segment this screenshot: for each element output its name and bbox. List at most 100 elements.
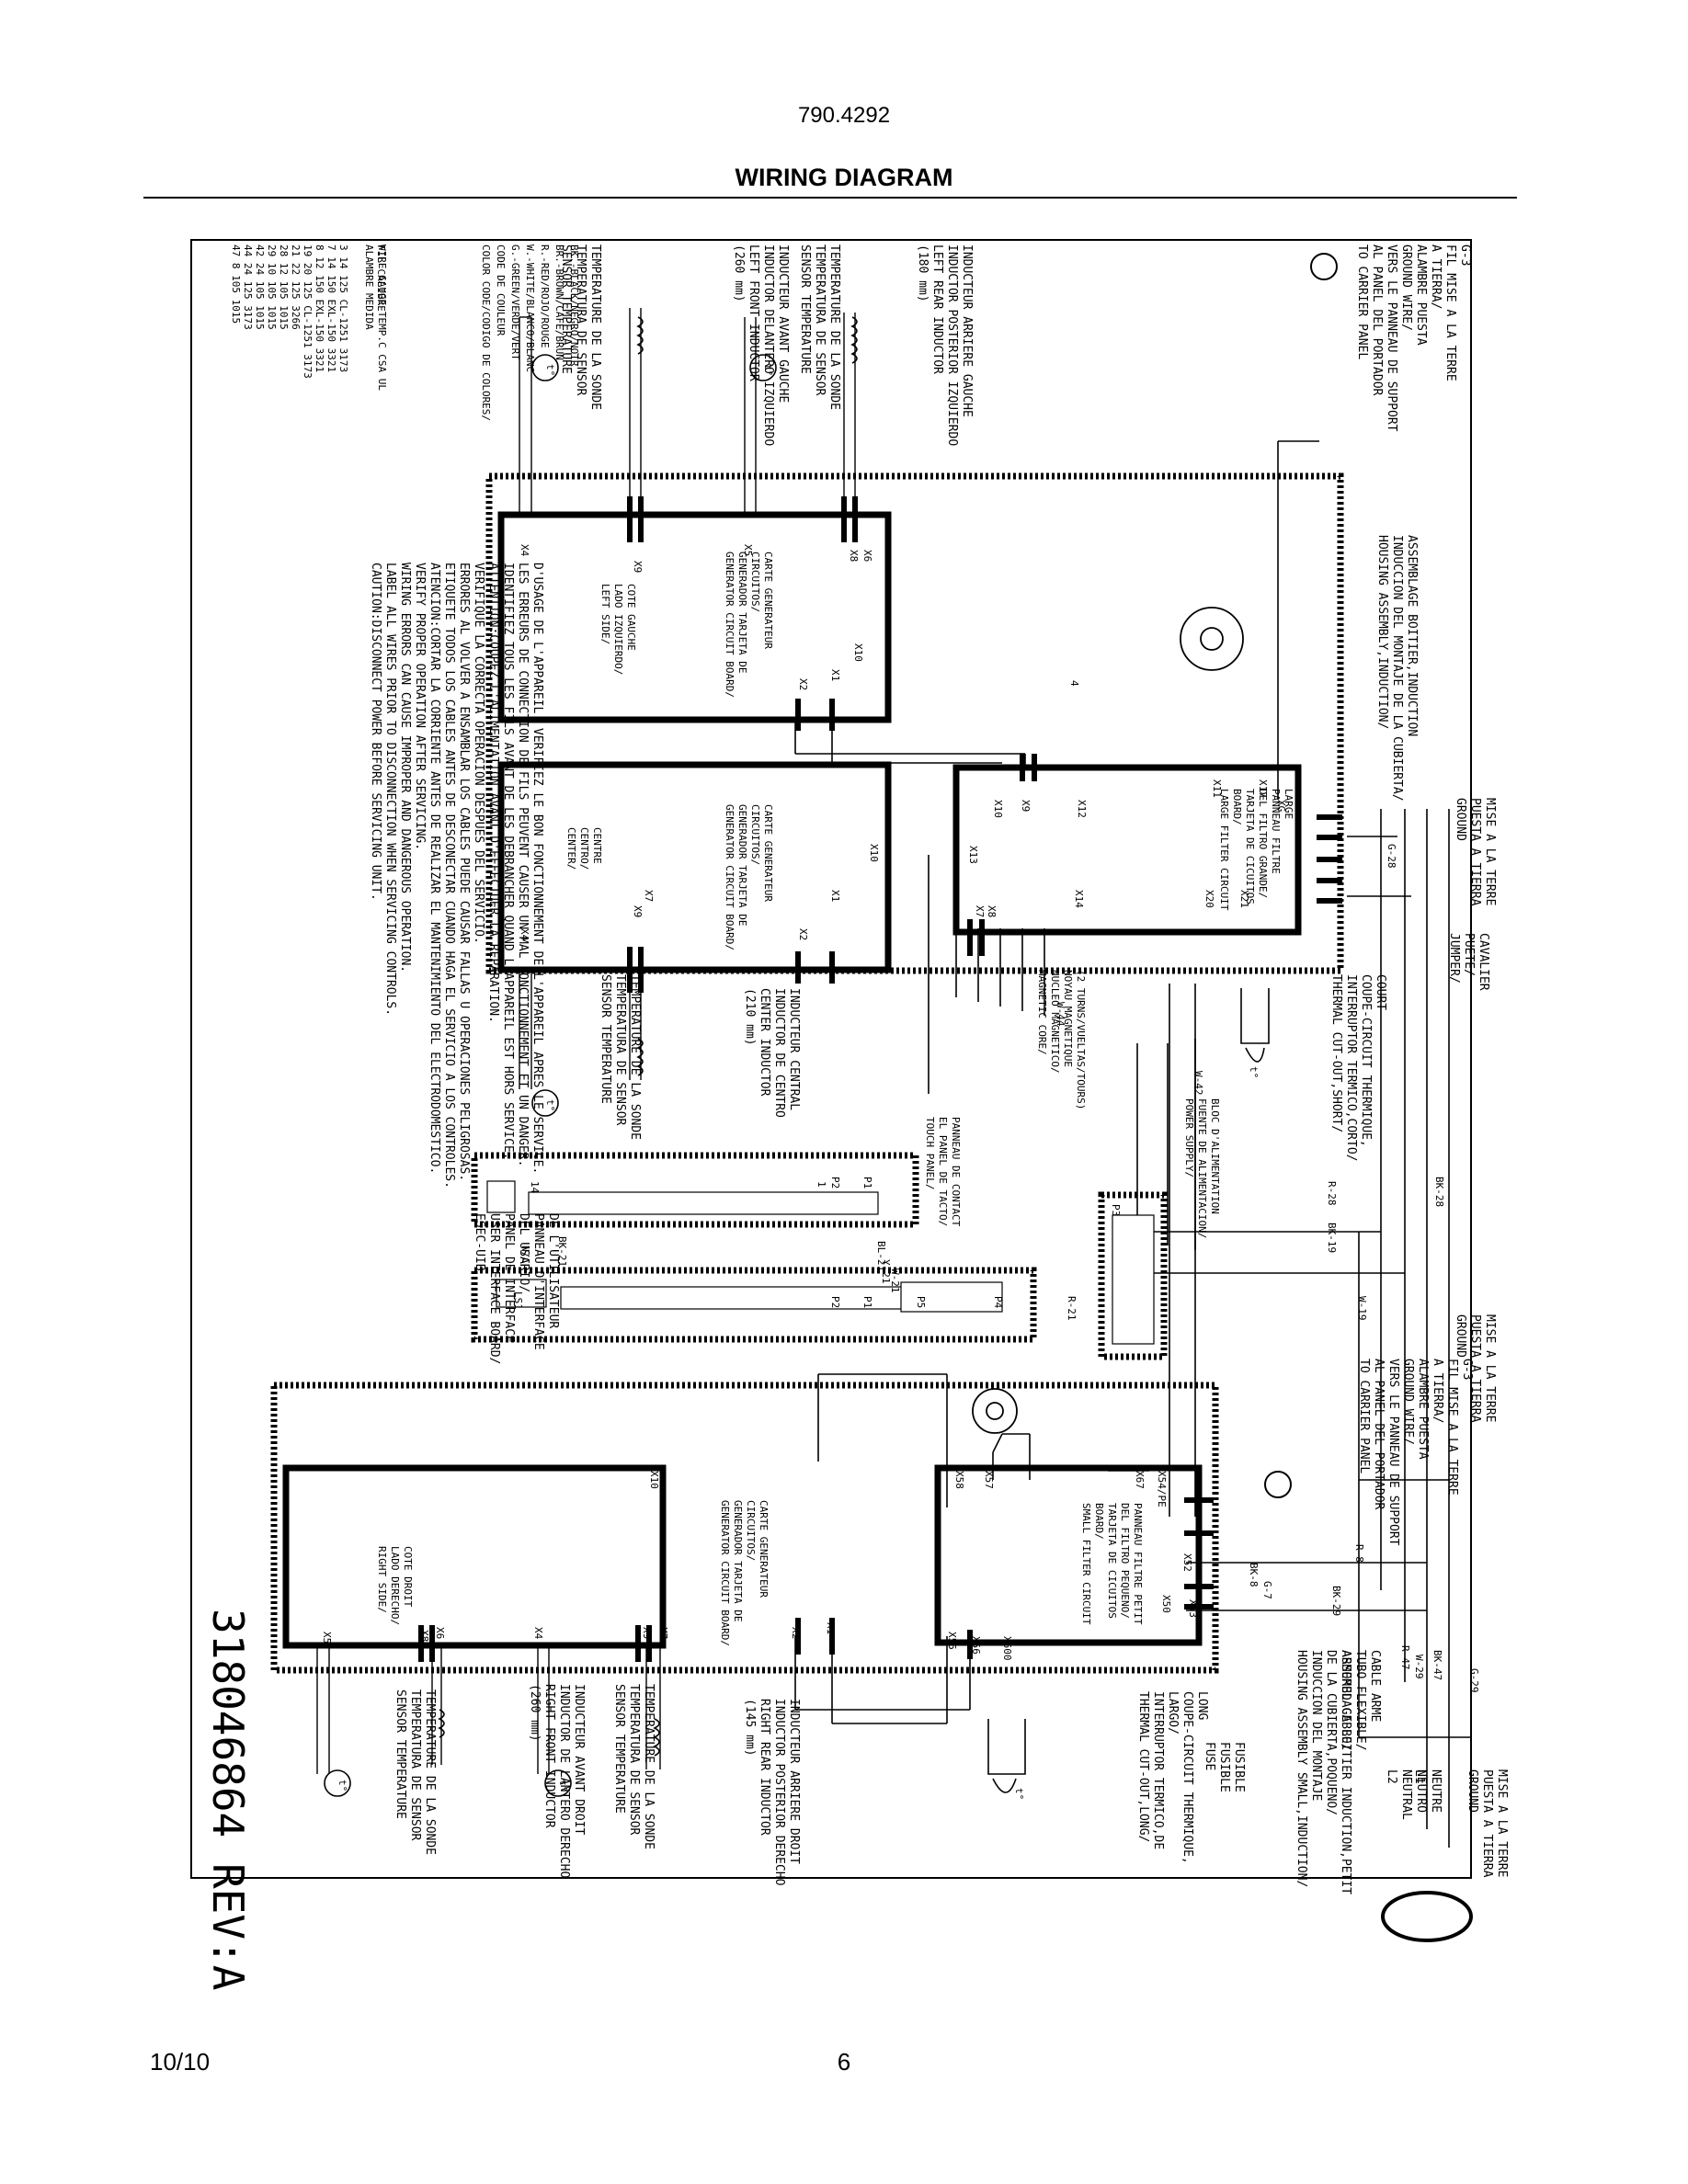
connector-tag-p2: P2 [829, 1296, 841, 1308]
connector-tag-x13: X13 [967, 846, 979, 864]
page-number: 6 [837, 2048, 851, 2076]
connector-tag-p5: P5 [915, 1296, 927, 1308]
wire-tag-bk47: BK-47 [1431, 1650, 1443, 1680]
connector-tag-x1: X1 [829, 890, 841, 902]
wire-tag-bk19: BK-19 [1326, 1223, 1338, 1253]
wire-tag-r47: R-47 [1399, 1645, 1411, 1670]
connector-tag-temp: t° [336, 1780, 348, 1792]
connector-tag-temp: t° [1013, 1788, 1025, 1800]
fan-icons [972, 607, 1244, 1434]
large-filter-label: LARGE FILTER CIRCUITBOARD/TARJETA DE CIC… [1218, 789, 1295, 911]
sensor-c-label: SENSOR TEMPERATURETEMPERATURA DE SENSORT… [599, 974, 642, 1140]
ground-terminal-icon [1310, 253, 1338, 280]
temp-sensor-icon [749, 354, 777, 381]
wire-table-row: 7 14 150 EXL-150 3321 [325, 245, 337, 372]
color-code-label: COLOR CODE/CODIGO DE COLORES/CODE DE COU… [480, 245, 580, 421]
connector-tag-x1: X1 [829, 669, 841, 681]
thermal-cutout-icons [987, 988, 1270, 1793]
connector-tag-temp: t° [544, 364, 556, 376]
connector-tag-x5: X5 [742, 544, 754, 556]
connector-tag-temp: t° [1248, 1066, 1260, 1078]
connector-tag-p2: P2 [829, 1177, 841, 1189]
center-side-label: CENTER/CENTRO/CENTRE [565, 827, 603, 870]
left-board-label: GENERATOR CIRCUIT BOARD/GENERADOR TARJET… [724, 552, 774, 698]
connector-tag-x2: X2 [790, 1627, 802, 1639]
wire-tag-bk21: BK-21 [556, 1236, 568, 1267]
connector-tag-x9: X9 [632, 561, 644, 573]
power-supply-label: POWER SUPPLY/FUENTE DE ALIMENTACION/BLOC… [1183, 1098, 1221, 1238]
connector-tag-x6: X6 [861, 550, 873, 562]
wire-table-row: 29 10 105 1015 [266, 245, 278, 330]
wire-table-header: WIRE GAUGE TEMP.C CSA UL [376, 245, 388, 391]
connector-tag-x7: X7 [657, 1627, 669, 1639]
connector-tag-x11: X11 [1211, 779, 1223, 798]
connector-tag-x2: X2 [797, 678, 809, 690]
wire-table-subheader: ALAMBRE MEDIDAFIL CALIBRE [363, 245, 387, 330]
wire-table-row: 44 24 125 3173 [242, 245, 254, 330]
sensor-e-label: SENSOR TEMPERATURETEMPERATURA DE SENSORT… [393, 1689, 437, 1855]
connector-tag-p1: P1 [861, 1296, 873, 1308]
right-board-label: GENERATOR CIRCUIT BOARD/GENERADOR TARJET… [719, 1500, 770, 1646]
connector-tag-x1: X1 [825, 1622, 837, 1634]
wire-table-row: 47 8 105 1015 [230, 245, 242, 324]
part-number: 318046864 REV:A [203, 1609, 253, 1990]
ground-terminal-icon [1264, 1471, 1292, 1498]
center-board-label: GENERATOR CIRCUIT BOARD/GENERADOR TARJET… [724, 804, 774, 950]
wire-tag-r21: R-21 [1066, 1296, 1078, 1321]
connector-tag-x5: X5 [321, 1632, 333, 1644]
ground-mid-label: GROUNDPUESTA A TIERRAMISE A LA TERRE [1454, 1314, 1497, 1423]
connector-tag-x52: X52 [1181, 1553, 1193, 1572]
wire-table-row: 21 22 125 3266 [290, 245, 302, 330]
left-side-label: LEFT SIDE/LADO IZQUIERDO/COTE GAUCHE [599, 584, 637, 675]
wire-table-row: 19 20 125 CL-1251 3173 [302, 245, 314, 379]
ground-bottom-label: GROUNDPUESTA A TIERRAMISE A LA TERRE [1466, 1769, 1509, 1878]
connector-tag-fourteen: 14 [529, 1181, 541, 1194]
wire-tag-w42: W-42 [1192, 1071, 1204, 1096]
connector-tag-x7: X7 [974, 905, 986, 917]
wire-tag-w19: W-19 [1356, 1296, 1368, 1321]
wire-tag-w29: W-29 [1413, 1655, 1425, 1679]
connector-tag-one: 1 [815, 1181, 827, 1188]
wire-tag-bl21: BL-21 [875, 1241, 887, 1271]
connector-tag-ls1: LS1 [512, 1291, 524, 1310]
wire-tag-bk29: BK-29 [1330, 1586, 1342, 1616]
wire-tag-g7: G-7 [1261, 1581, 1273, 1599]
inductor-coils [438, 316, 858, 1757]
connector-tag-x54: X54/PE [1156, 1471, 1168, 1507]
temp-sensor-icon [544, 1769, 572, 1797]
touch-panel-label: TOUCH PANEL/EL PANEL DE TACTO/PANNEAU DE… [924, 1117, 962, 1227]
connector-tag-x2: X2 [797, 928, 809, 940]
connector-tag-x7: X7 [643, 890, 655, 902]
terminal-blocks [486, 1180, 1155, 1345]
connector-tag-temp: t° [762, 364, 774, 376]
wire-tag-n4: 4 [1068, 680, 1080, 687]
thermal-short-label: THERMAL CUT-OUT,SHORT/INTERRUPTOR TERMIC… [1329, 974, 1387, 1162]
connector-tag-x9: X9 [641, 1627, 653, 1639]
model-number: 790.4292 [797, 103, 891, 128]
connector-tag-x57: X57 [983, 1471, 995, 1489]
sensor-leads [316, 308, 856, 1774]
connector-tag-x67: X67 [1134, 1471, 1146, 1489]
fuse-label: FUSEFUSIBLEFUSIBLE [1203, 1742, 1246, 1792]
circuit-boards [282, 511, 1302, 1649]
connector-tag-x58: X58 [953, 1471, 965, 1489]
thermal-long-label: THERMAL CUT-OUT,LONG/INTERRUPTOR TERMICO… [1136, 1691, 1209, 1864]
connector-tag-p1: P1 [861, 1177, 873, 1189]
sensor-d-label: SENSOR TEMPERATURETEMPERATURA DE SENSORT… [612, 1684, 656, 1849]
wire-tag-y21: Y-21 [880, 1259, 892, 1284]
wire-tag-bk8: BK-8 [1248, 1563, 1260, 1587]
connector-tag-x6: X6 [434, 1627, 446, 1639]
connector-tag-x8: X8 [848, 550, 860, 562]
connector-tag-x53: X53 [1187, 1599, 1199, 1618]
front-left-inductor-label: (260 mm)LEFT FRONT INDUCTORINDUCTOR DELA… [732, 245, 790, 446]
top-ground-label: TO CARRIER PANELAL PANEL DEL PORTADORVER… [1355, 245, 1472, 432]
wire-table-row: 3 14 125 CL-1251 3173 [337, 245, 349, 372]
connector-tag-x10: X10 [648, 1471, 660, 1489]
carrier-mid-label: TO CARRIER PANELAL PANEL DEL PORTADORVER… [1357, 1359, 1474, 1546]
right-side-label: RIGHT SIDE/LADO DERECHO/COTE DROIT [376, 1546, 414, 1625]
connector-tag-x17: X17 [1257, 779, 1269, 798]
connector-tag-x21: X21 [1238, 890, 1250, 908]
caution-text: CAUTION:DISCONNECT POWER BEFORE SERVICIN… [369, 563, 544, 1189]
armored-cable-icon [1381, 1891, 1473, 1942]
rear-left-inductor-label: (180 mm)LEFT REAR INDUCTORINDUCTOR POSTE… [916, 245, 974, 446]
